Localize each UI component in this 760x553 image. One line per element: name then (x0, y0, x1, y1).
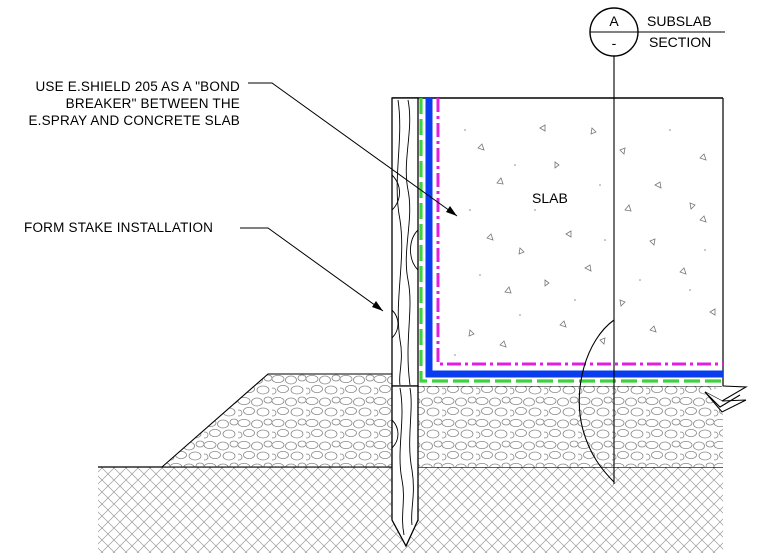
form-stake-label: FORM STAKE INSTALLATION (24, 220, 213, 235)
section-marker-letter: A (609, 13, 619, 29)
bond-breaker-line1: USE E.SHIELD 205 AS A "BOND (35, 79, 240, 94)
section-marker-sheet: - (612, 35, 617, 51)
form-stake-callout: FORM STAKE INSTALLATION (24, 220, 384, 312)
bond-breaker-line3: E.SPRAY AND CONCRETE SLAB (28, 113, 240, 128)
bond-breaker-callout: USE E.SHIELD 205 AS A "BOND BREAKER" BET… (28, 79, 458, 217)
concrete-slab (392, 97, 724, 386)
form-board (391, 97, 419, 387)
gravel-fill (160, 373, 723, 468)
bond-breaker-line2: BREAKER" BETWEEN THE (66, 96, 240, 111)
section-title-line2: SECTION (649, 34, 711, 50)
form-stake (391, 385, 419, 548)
section-title-line1: SUBSLAB (647, 13, 712, 29)
section-marker: A - SUBSLAB SECTION (589, 7, 725, 57)
membrane-layers (419, 98, 748, 413)
section-cut-line (578, 56, 615, 484)
slab-label: SLAB (532, 190, 568, 206)
